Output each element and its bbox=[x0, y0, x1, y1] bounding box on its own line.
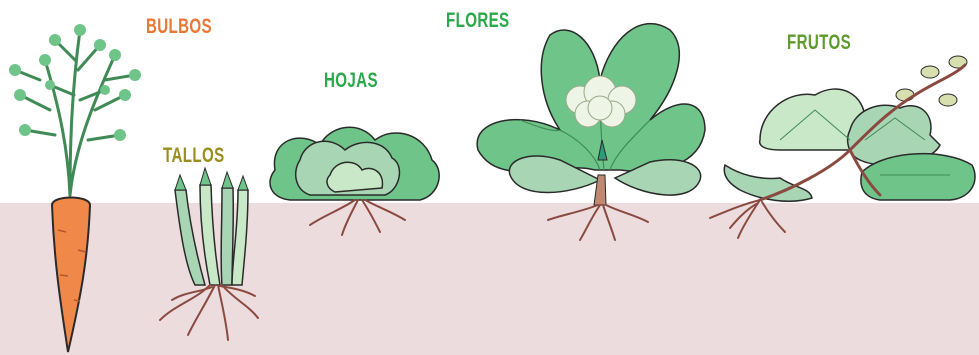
label-frutos: FRUTOS bbox=[787, 32, 851, 53]
